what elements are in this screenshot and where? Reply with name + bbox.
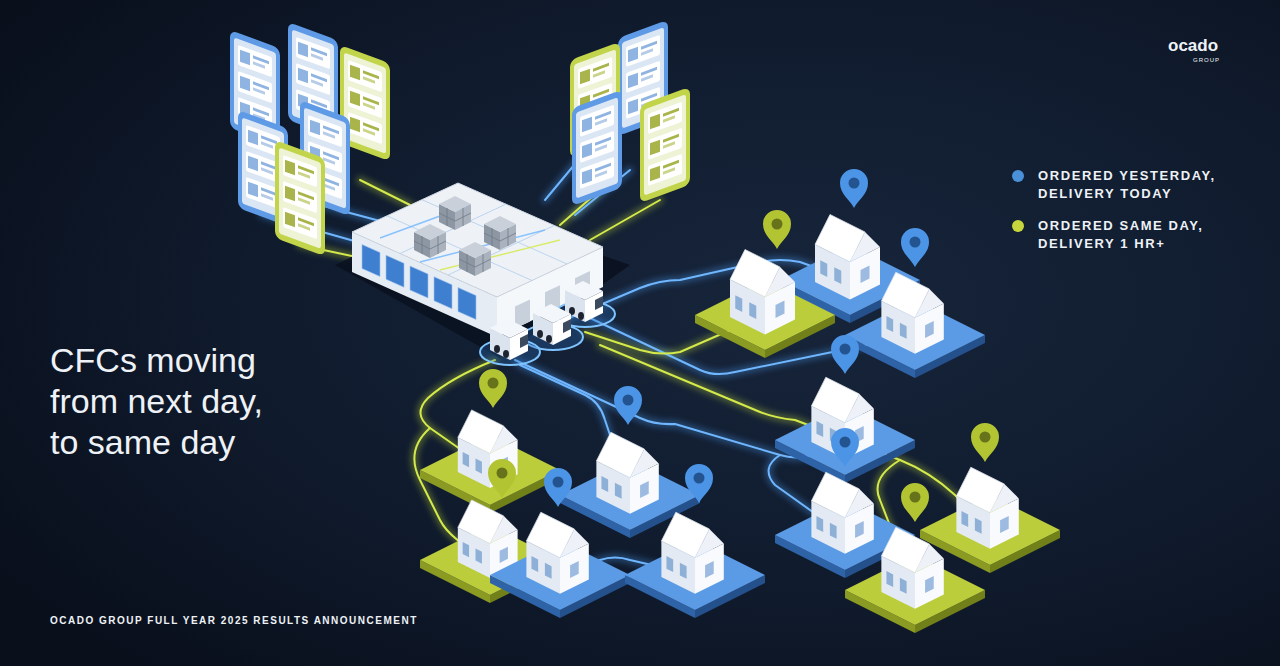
illustration-use [262, 140, 915, 575]
illustration-use [479, 369, 507, 408]
homes [420, 169, 1060, 633]
illustration-polygon [434, 277, 452, 309]
footer-caption: OCADO GROUP FULL YEAR 2025 RESULTS ANNOU… [50, 614, 418, 628]
illustration-polygon [410, 266, 428, 298]
illustration-g [695, 210, 835, 358]
illustration-use [439, 196, 471, 230]
illustration-use [811, 472, 873, 554]
legend-row: ORDERED SAME DAY, DELIVERY 1 HR+ [1012, 217, 1253, 253]
illustration-use [526, 512, 588, 594]
legend-swatch [1012, 220, 1024, 232]
illustration-polygon [352, 183, 603, 297]
logo-wordmark: ocado [1168, 36, 1218, 56]
illustration-use [971, 423, 999, 462]
legend-text: ORDERED YESTERDAY, DELIVERY TODAY [1038, 167, 1253, 203]
legend-text: ORDERED SAME DAY, DELIVERY 1 HR+ [1038, 217, 1253, 253]
legend-swatch [1012, 170, 1024, 182]
illustration-use [840, 169, 868, 208]
illustration-use [533, 304, 571, 345]
illustration-use [815, 215, 880, 300]
cfc-building [335, 183, 630, 358]
illustration-use [831, 335, 859, 374]
illustration-polygon [362, 245, 380, 277]
delivery-vans [480, 281, 615, 365]
illustration-g [625, 464, 765, 618]
illustration-g [490, 468, 630, 618]
illustration-use [901, 483, 929, 522]
illustration-polygon [458, 288, 476, 320]
illustration-use [901, 228, 929, 267]
slide-title: CFCs moving from next day, to same day [50, 340, 290, 463]
illustration-use [300, 180, 990, 590]
illustration-use [614, 386, 642, 425]
illustration-use [572, 90, 622, 206]
illustration-use [831, 428, 859, 467]
illustration-g [845, 228, 985, 378]
illustration-use [484, 216, 516, 250]
illustration-use [596, 432, 658, 514]
illustration-polygon [386, 255, 404, 287]
illustration-use [881, 527, 943, 609]
illustration-use [661, 512, 723, 594]
illustration-use [544, 468, 572, 507]
illustration-use [262, 140, 915, 575]
legend-row: ORDERED YESTERDAY, DELIVERY TODAY [1012, 167, 1253, 203]
illustration-use [763, 210, 791, 249]
illustration-use [490, 319, 528, 360]
illustration-use [685, 464, 713, 503]
illustration-use [414, 224, 446, 258]
illustration-use [275, 140, 325, 256]
illustration-g [387, 200, 567, 281]
illustration-use [881, 272, 943, 354]
illustration-g [920, 423, 1060, 573]
delivery-routes [262, 140, 990, 590]
illustration-g [420, 369, 560, 513]
illustration-use [488, 459, 516, 498]
illustration-g [845, 483, 985, 633]
illustration-use [956, 467, 1018, 549]
logo-subtitle: GROUP [1193, 56, 1220, 64]
illustration-g [775, 335, 915, 483]
illustration-use [300, 180, 990, 590]
illustration-use [730, 250, 795, 335]
illustration-use [459, 242, 491, 276]
illustration-use [640, 87, 690, 203]
order-phones [230, 20, 690, 256]
